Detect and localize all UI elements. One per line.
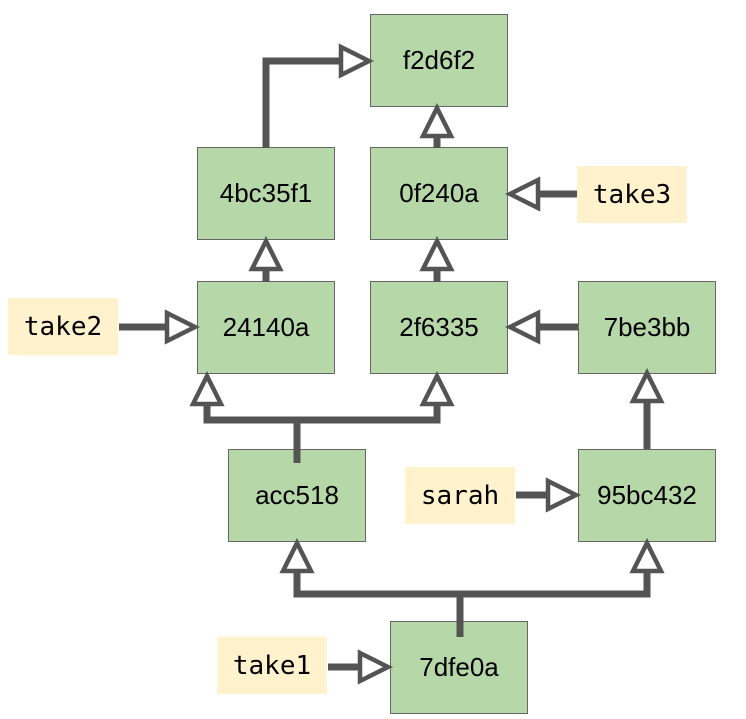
- edge-95bc432-to-7be3bb: [629, 367, 665, 449]
- ref-label-take2: take2: [8, 298, 118, 355]
- arrowhead-up: [629, 537, 665, 574]
- arrowhead-up: [629, 367, 665, 404]
- edge-4bc35f1-to-f2d6f2: [262, 43, 375, 148]
- arrowhead-left: [504, 309, 541, 345]
- arrowhead-right: [338, 43, 375, 79]
- commit-node-24140a: 24140a: [197, 281, 335, 374]
- arrowhead-right: [164, 309, 201, 345]
- edge-7be3bb-to-2f6335: [504, 309, 578, 345]
- edge-24140a-to-4bc35f1: [248, 235, 284, 282]
- edge-sarah-to-95bc432: [516, 477, 582, 513]
- commit-node-f2d6f2: f2d6f2: [370, 14, 508, 107]
- arrowhead-up: [419, 235, 455, 272]
- ref-label-take3: take3: [577, 166, 687, 223]
- arrowhead-up: [419, 370, 455, 407]
- commit-node-2f6335: 2f6335: [370, 281, 508, 374]
- commit-node-95bc432: 95bc432: [578, 449, 716, 542]
- commit-node-7be3bb: 7be3bb: [578, 281, 716, 374]
- arrowhead-left: [504, 176, 541, 212]
- arrowhead-right: [545, 477, 582, 513]
- ref-label-sarah: sarah: [405, 467, 515, 524]
- edge-0f240a-to-f2d6f2: [419, 102, 455, 148]
- ref-label-take1: take1: [217, 637, 327, 694]
- commit-node-7dfe0a: 7dfe0a: [390, 621, 528, 714]
- commit-node-4bc35f1: 4bc35f1: [197, 147, 335, 240]
- edge-take1-to-7dfe0a: [328, 649, 394, 685]
- arrowhead-up: [248, 235, 284, 272]
- arrowhead-up: [419, 102, 455, 139]
- arrowhead-up: [189, 370, 225, 407]
- arrowhead-up: [279, 537, 315, 574]
- edge-2f6335-to-0f240a: [419, 235, 455, 282]
- commit-node-0f240a: 0f240a: [370, 147, 508, 240]
- edge-take2-to-24140a: [119, 309, 201, 345]
- edge-line: [262, 57, 341, 148]
- arrowhead-right: [357, 649, 394, 685]
- edge-take3-to-0f240a: [504, 176, 577, 212]
- commit-node-acc518: acc518: [228, 449, 366, 542]
